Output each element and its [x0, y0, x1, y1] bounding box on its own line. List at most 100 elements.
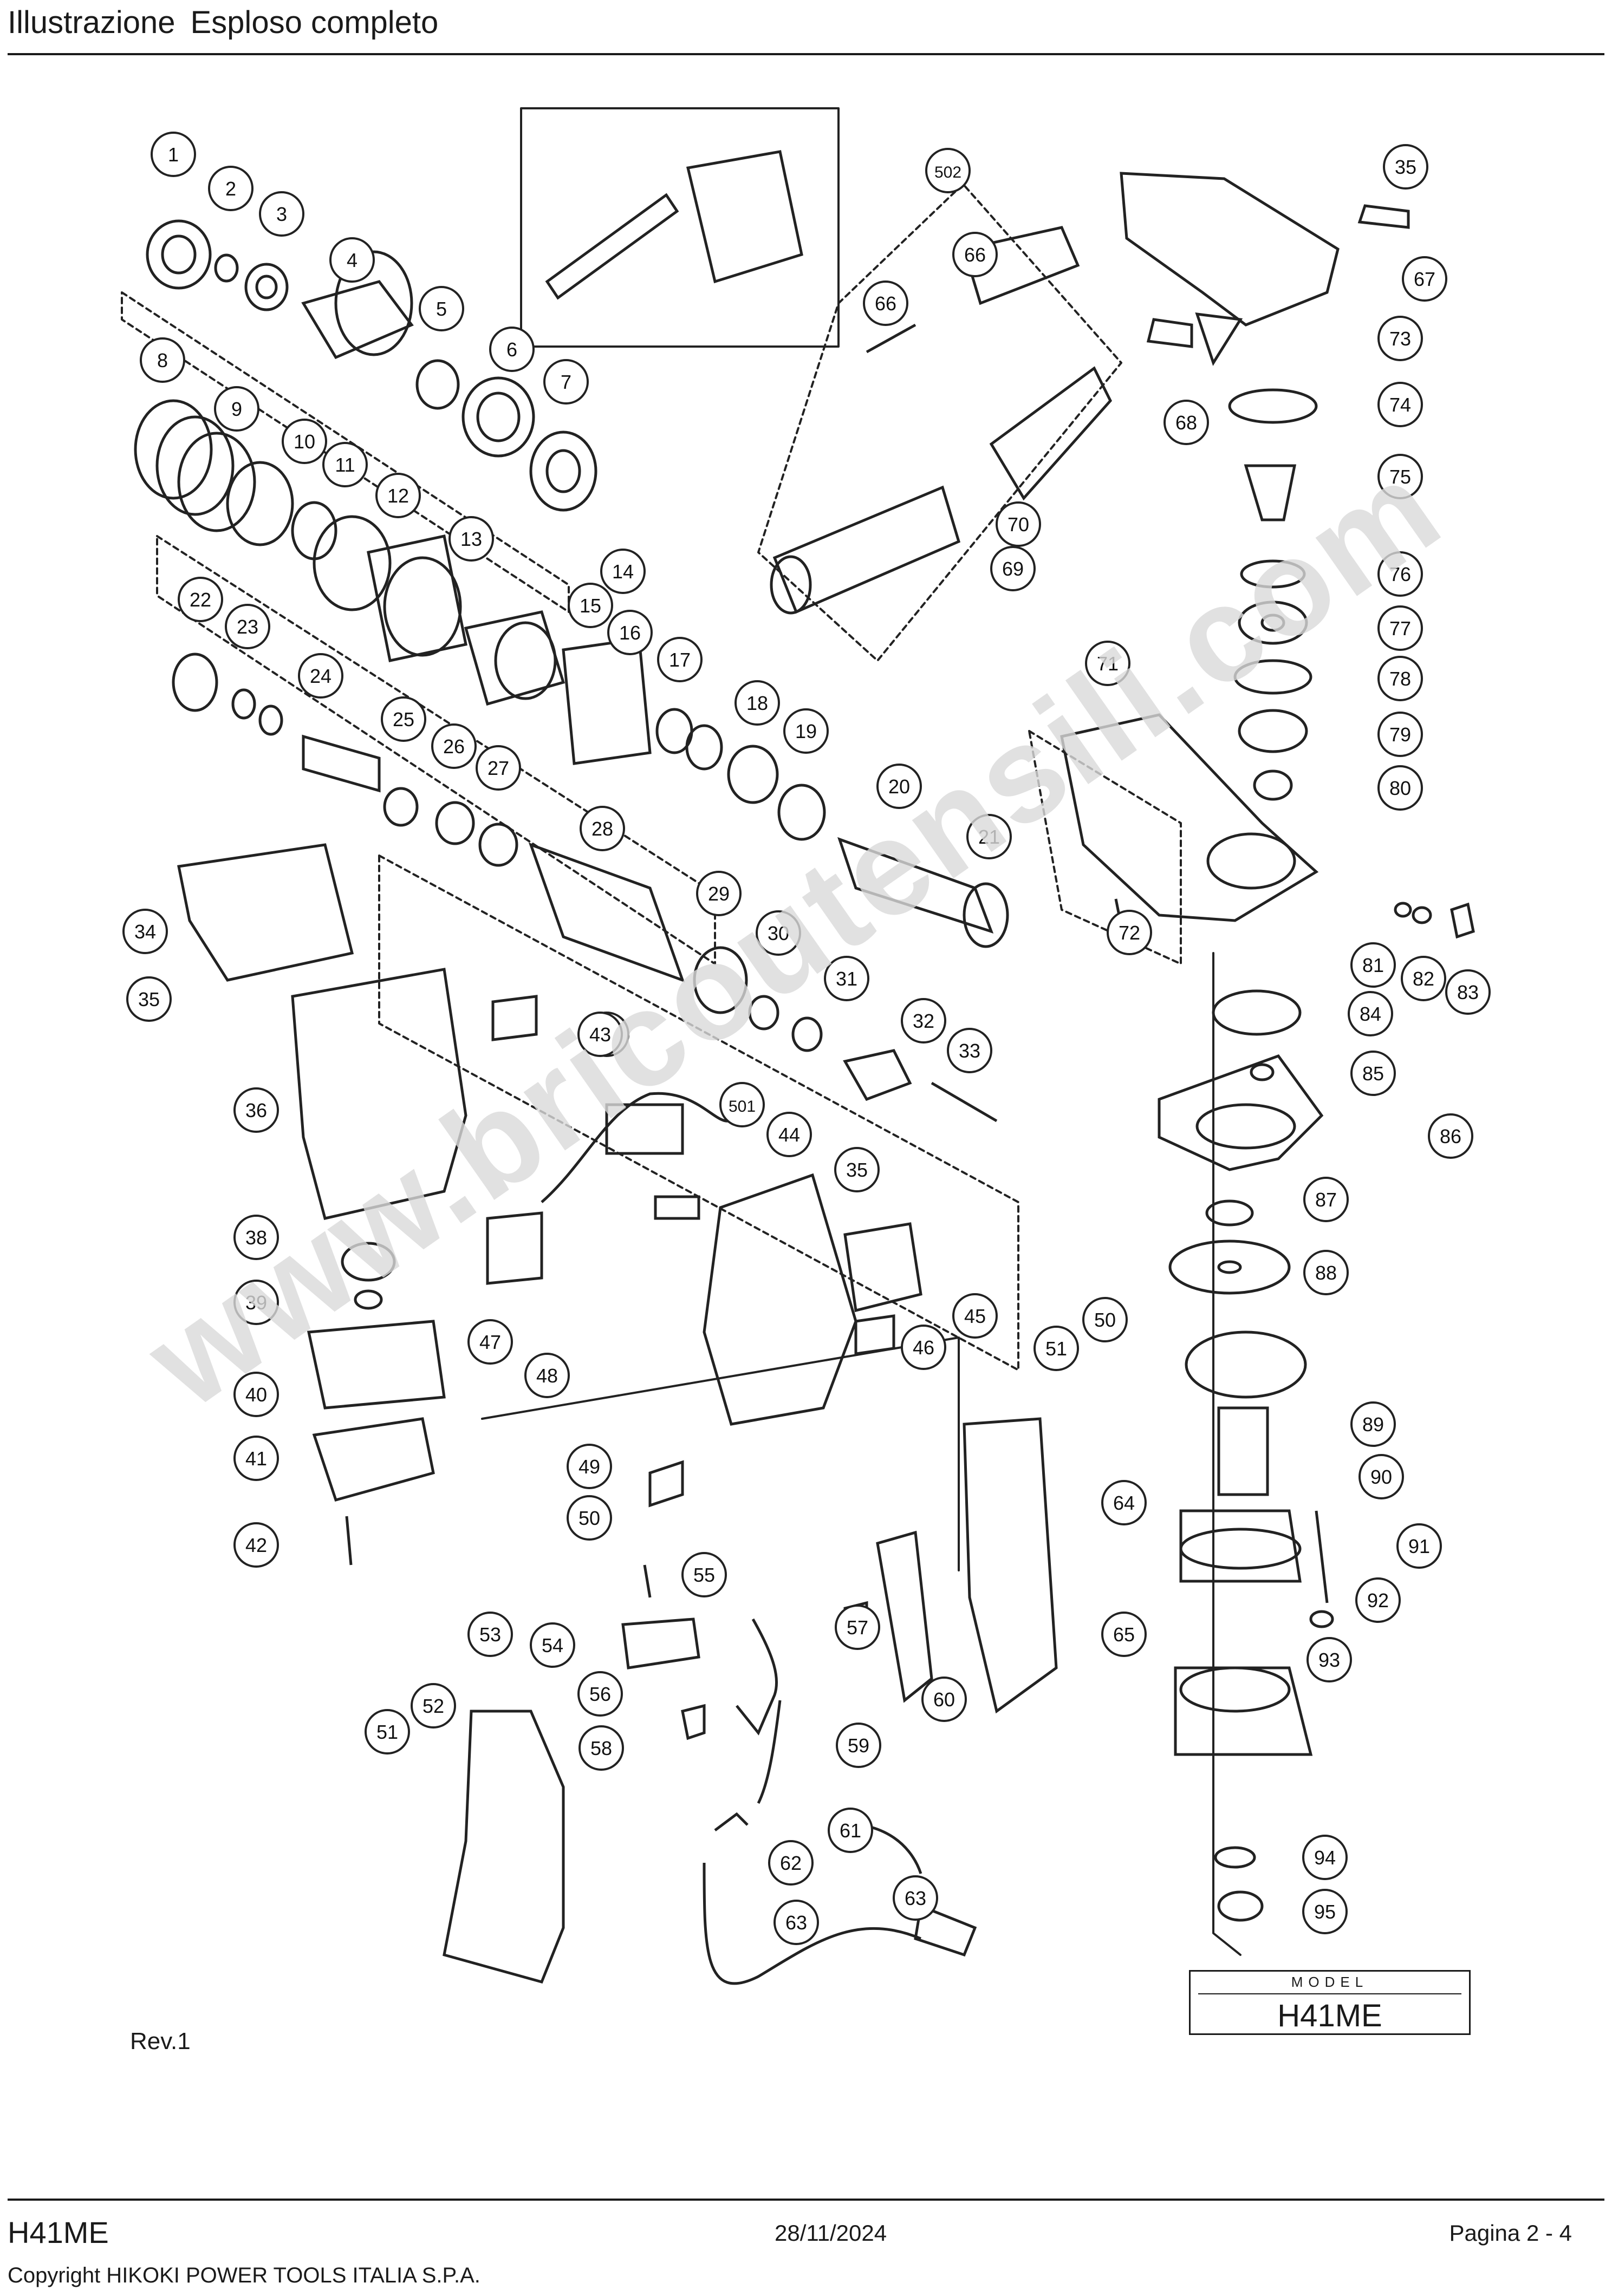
callout-78: 78	[1377, 656, 1423, 701]
svg-text:31: 31	[836, 968, 857, 990]
callout-67: 67	[1402, 256, 1447, 302]
callout-60: 60	[921, 1677, 967, 1722]
svg-text:81: 81	[1362, 954, 1384, 976]
callout-35: 35	[1383, 144, 1428, 190]
callout-86: 86	[1428, 1113, 1473, 1159]
svg-text:1: 1	[168, 144, 179, 166]
svg-text:36: 36	[245, 1099, 267, 1121]
callout-7: 7	[543, 359, 589, 405]
callout-14: 14	[600, 549, 646, 594]
callout-502: 502	[925, 148, 971, 193]
svg-text:64: 64	[1113, 1492, 1135, 1514]
svg-text:20: 20	[888, 775, 910, 798]
svg-text:89: 89	[1362, 1413, 1384, 1436]
svg-text:49: 49	[578, 1456, 600, 1478]
callout-33: 33	[947, 1028, 992, 1073]
callout-8: 8	[140, 337, 185, 383]
callout-70: 70	[996, 501, 1041, 547]
svg-text:95: 95	[1314, 1901, 1336, 1923]
svg-text:24: 24	[310, 665, 332, 687]
callout-27: 27	[476, 745, 521, 791]
callout-51: 51	[365, 1709, 410, 1754]
callout-10: 10	[282, 419, 327, 464]
svg-text:7: 7	[561, 371, 571, 393]
svg-text:5: 5	[436, 298, 447, 320]
svg-text:58: 58	[590, 1737, 612, 1759]
callout-48: 48	[524, 1353, 570, 1398]
svg-text:25: 25	[393, 708, 414, 730]
callout-12: 12	[375, 473, 421, 518]
svg-text:21: 21	[978, 826, 1000, 848]
callout-44: 44	[766, 1112, 812, 1157]
model-name: H41ME	[1277, 1998, 1382, 2033]
callout-50: 50	[567, 1495, 612, 1541]
svg-text:75: 75	[1389, 466, 1411, 488]
svg-text:76: 76	[1389, 563, 1411, 585]
callout-35: 35	[126, 976, 172, 1022]
callout-24: 24	[298, 653, 343, 699]
callout-46: 46	[901, 1325, 946, 1370]
svg-text:3: 3	[276, 203, 287, 225]
callout-74: 74	[1377, 382, 1423, 427]
svg-text:28: 28	[592, 818, 613, 840]
spring-drawing	[134, 399, 256, 532]
callout-43: 43	[577, 1012, 623, 1057]
callout-51: 51	[1034, 1326, 1079, 1371]
callout-28: 28	[580, 806, 625, 851]
svg-text:48: 48	[536, 1365, 558, 1387]
callout-55: 55	[681, 1552, 727, 1597]
callout-40: 40	[233, 1372, 279, 1417]
svg-text:74: 74	[1389, 394, 1411, 416]
callout-68: 68	[1164, 400, 1209, 445]
svg-text:19: 19	[795, 720, 817, 742]
callout-65: 65	[1101, 1612, 1147, 1657]
callout-32: 32	[901, 998, 946, 1043]
svg-text:29: 29	[708, 883, 730, 905]
callout-30: 30	[756, 910, 801, 956]
callout-52: 52	[411, 1683, 456, 1728]
callout-84: 84	[1348, 991, 1393, 1036]
callout-56: 56	[577, 1671, 623, 1717]
svg-text:8: 8	[157, 349, 168, 371]
footer-rule	[8, 2199, 1604, 2201]
piston-parts-drawing	[172, 653, 1009, 1123]
svg-text:82: 82	[1413, 968, 1434, 990]
footer-model: H41ME	[8, 2215, 109, 2249]
svg-text:35: 35	[1395, 156, 1416, 178]
chuck-cap-drawing	[146, 219, 212, 290]
callout-95: 95	[1302, 1889, 1348, 1934]
svg-text:61: 61	[840, 1819, 861, 1842]
svg-text:55: 55	[693, 1564, 715, 1586]
svg-text:43: 43	[589, 1023, 611, 1046]
callout-4: 4	[329, 237, 375, 283]
svg-text:12: 12	[387, 485, 409, 507]
revision-label: Rev.1	[130, 2028, 191, 2054]
svg-text:88: 88	[1315, 1262, 1337, 1284]
callout-82: 82	[1401, 956, 1446, 1001]
callout-45: 45	[952, 1293, 998, 1339]
callout-58: 58	[578, 1725, 624, 1771]
callout-35: 35	[834, 1147, 880, 1192]
svg-text:65: 65	[1113, 1623, 1135, 1646]
callout-31: 31	[824, 956, 869, 1001]
callout-87: 87	[1303, 1177, 1349, 1222]
svg-text:14: 14	[612, 560, 634, 583]
callout-53: 53	[467, 1612, 513, 1657]
callout-25: 25	[381, 696, 426, 742]
callout-6: 6	[489, 327, 535, 372]
motor-stack-drawing	[1158, 989, 1334, 1922]
callout-18: 18	[734, 680, 780, 726]
svg-text:87: 87	[1315, 1189, 1337, 1211]
svg-text:71: 71	[1097, 653, 1119, 675]
svg-text:72: 72	[1119, 922, 1140, 944]
callout-85: 85	[1350, 1051, 1396, 1096]
svg-text:53: 53	[479, 1623, 501, 1646]
callout-9: 9	[214, 386, 259, 432]
callout-39: 39	[233, 1280, 279, 1325]
svg-text:13: 13	[460, 528, 482, 550]
side-handle-drawing	[770, 226, 1112, 615]
svg-text:70: 70	[1007, 513, 1029, 536]
svg-text:35: 35	[846, 1159, 868, 1181]
